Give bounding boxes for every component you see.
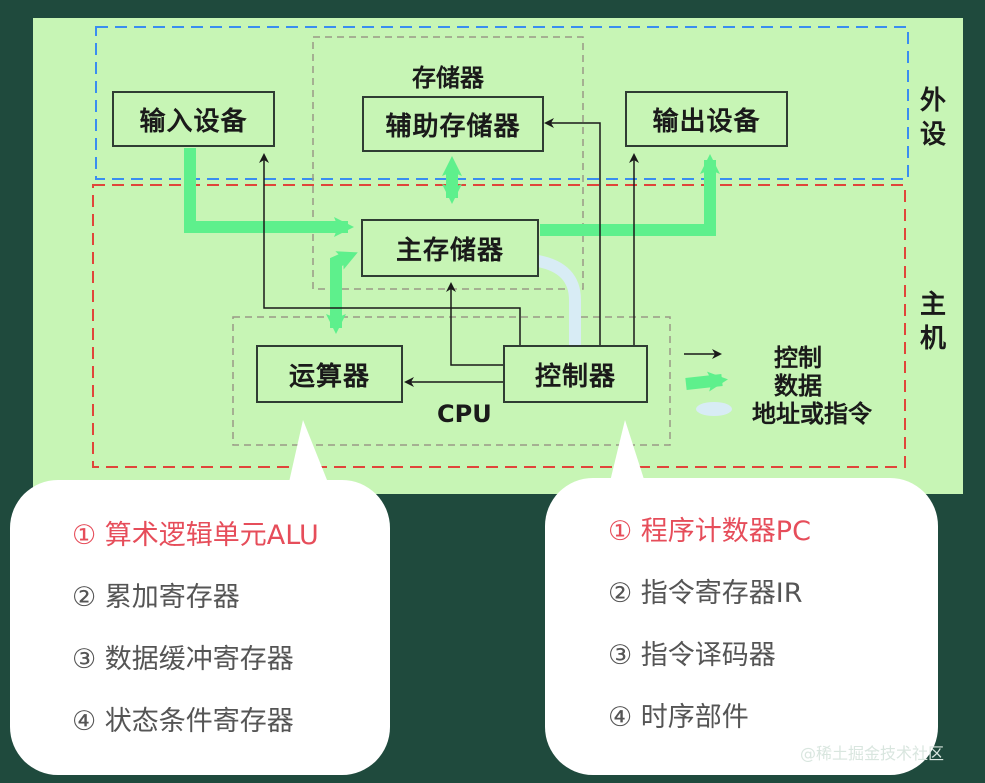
alu-component-item: ③ 数据缓冲寄存器	[72, 644, 294, 675]
alu-component-item: ① 算术逻辑单元ALU	[72, 520, 319, 551]
controller-component-item: ③ 指令译码器	[608, 640, 776, 671]
control-arrow-to-main	[446, 282, 503, 366]
legend-data-label: 数据	[774, 372, 822, 400]
legend-data-symbol	[685, 371, 728, 392]
data-arrow-main-alu	[326, 251, 358, 334]
controller-component-item: ① 程序计数器PC	[608, 516, 811, 547]
legend-address-label: 地址或指令	[752, 400, 872, 428]
legend-address-symbol	[696, 402, 732, 416]
alu-components-list: ① 算术逻辑单元ALU ② 累加寄存器 ③ 数据缓冲寄存器 ④ 状态条件寄存器	[72, 505, 390, 753]
control-arrow-to-aux	[544, 118, 601, 345]
controller-box: 控制器	[503, 345, 648, 403]
controller-component-item: ② 指令寄存器IR	[608, 578, 803, 609]
controller-components-list: ① 程序计数器PC ② 指令寄存器IR ③ 指令译码器 ④ 时序部件	[608, 501, 938, 749]
output-device-box: 输出设备	[625, 91, 788, 147]
input-device-box: 输入设备	[112, 91, 275, 147]
data-arrow-main-to-output	[540, 154, 720, 236]
cpu-label: CPU	[437, 400, 492, 428]
control-arrow-to-input	[259, 153, 521, 345]
data-arrow-input-to-main	[184, 148, 354, 237]
host-region-border	[92, 184, 906, 468]
address-arrow-storage-controller	[532, 255, 581, 354]
controller-component-item: ④ 时序部件	[608, 702, 749, 733]
watermark: @稀土掘金技术社区	[800, 744, 945, 763]
host-label: 主机	[919, 290, 946, 354]
alu-component-item: ④ 状态条件寄存器	[72, 706, 294, 737]
storage-label: 存储器	[412, 64, 484, 92]
alu-components-bubble: ① 算术逻辑单元ALU ② 累加寄存器 ③ 数据缓冲寄存器 ④ 状态条件寄存器	[10, 480, 390, 775]
peripheral-region-border	[95, 26, 909, 180]
storage-region-border	[312, 36, 584, 290]
main-storage-box: 主存储器	[361, 219, 539, 277]
legend-control-label: 控制	[774, 344, 822, 372]
aux-storage-box: 辅助存储器	[362, 96, 544, 152]
alu-component-item: ② 累加寄存器	[72, 582, 240, 613]
alu-box: 运算器	[256, 345, 403, 403]
controller-components-bubble: ① 程序计数器PC ② 指令寄存器IR ③ 指令译码器 ④ 时序部件	[545, 478, 938, 775]
peripheral-label: 外设	[919, 86, 946, 150]
